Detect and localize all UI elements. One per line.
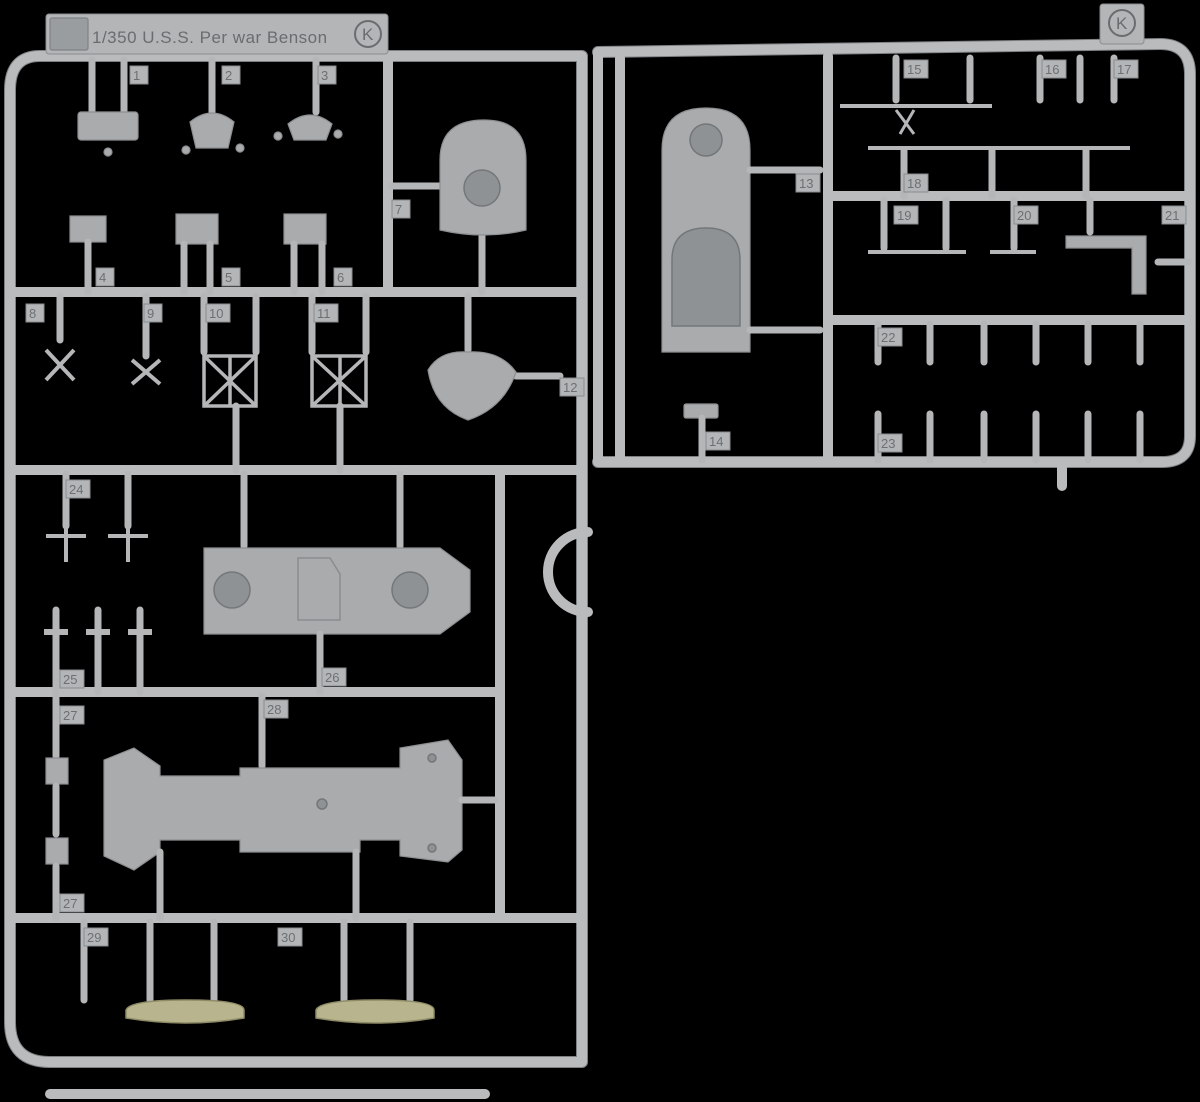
title-tab: 1/350 U.S.S. Per war Benson K (45, 13, 389, 55)
part-number-label: 13 (799, 176, 813, 191)
part-22 (874, 320, 1144, 366)
part-26 (203, 470, 471, 696)
part-24 (46, 470, 148, 562)
part-tag-box (1113, 59, 1139, 79)
part-number-label: 3 (321, 68, 328, 83)
part-tag-box (59, 669, 85, 689)
part-tag-box (65, 479, 91, 499)
part-tag-box (59, 705, 85, 725)
part-number-label: 7 (395, 202, 402, 217)
part-4 (69, 215, 107, 296)
part-tag-box (391, 199, 411, 219)
part-number-label: 23 (881, 436, 895, 451)
part-6 (283, 213, 327, 296)
part-tag-box (1013, 205, 1039, 225)
sprue-letter-tab: K (1099, 3, 1145, 45)
part-number-label: 24 (69, 482, 83, 497)
part-tag-box (559, 377, 585, 397)
part-tag-box (1161, 205, 1187, 225)
part-number-label: 27 (63, 896, 77, 911)
part-number-label: 14 (709, 434, 723, 449)
part-tag-box (877, 433, 903, 453)
part-number-label: 4 (99, 270, 106, 285)
part-number-label: 18 (907, 176, 921, 191)
part-tag-box (205, 303, 231, 323)
part-tag-box (221, 267, 241, 287)
part-13 (661, 107, 824, 353)
part-number-label: 22 (881, 330, 895, 345)
part-number-label: 25 (63, 672, 77, 687)
part-tag-box (903, 59, 929, 79)
sprue-letter: K (362, 25, 374, 44)
part-number-label: 15 (907, 62, 921, 77)
part-tag-box (317, 65, 337, 85)
part-number-label: 9 (147, 306, 154, 321)
part-tag-box (263, 699, 289, 719)
part-8 (44, 292, 76, 382)
part-5 (175, 213, 219, 296)
part-15 (840, 54, 992, 135)
part-tag-box (277, 927, 303, 947)
part-tag-box (221, 65, 241, 85)
part-number-label: 10 (209, 306, 223, 321)
part-2 (181, 56, 245, 155)
part-tag-box (1041, 59, 1067, 79)
part-12 (427, 292, 564, 421)
part-number-label: 17 (1117, 62, 1131, 77)
part-30 (125, 918, 435, 1024)
part-11 (308, 292, 370, 408)
part-number-label: 29 (87, 930, 101, 945)
part-tag-box (893, 205, 919, 225)
part-tag-box (129, 65, 149, 85)
part-10 (200, 292, 260, 408)
part-tag-box (333, 267, 353, 287)
part-number-label: 26 (325, 670, 339, 685)
part-number-label: 27 (63, 708, 77, 723)
part-tag-box (313, 303, 339, 323)
part-3 (273, 56, 343, 141)
part-tag-box (59, 893, 85, 913)
part-tag-box (795, 173, 821, 193)
part-tag-box (705, 431, 731, 451)
part-23 (874, 410, 1144, 464)
part-tag-box (321, 667, 347, 687)
part-21 (1065, 235, 1192, 295)
part-number-label: 6 (337, 270, 344, 285)
part-number-label: 2 (225, 68, 232, 83)
part-number-label: 20 (1017, 208, 1031, 223)
part-number-label: 28 (267, 702, 281, 717)
part-25 (44, 606, 152, 696)
part-number-label: 21 (1165, 208, 1179, 223)
kit-title: 1/350 U.S.S. Per war Benson (92, 28, 328, 47)
sprue-letter-right: K (1116, 14, 1128, 33)
part-28 (103, 692, 500, 922)
part-tag-box (143, 303, 163, 323)
part-number-label: 5 (225, 270, 232, 285)
part-number-label: 19 (897, 208, 911, 223)
sprue-frame (4, 38, 1196, 1099)
part-number-label: 11 (317, 306, 331, 321)
part-tag-box (95, 267, 115, 287)
part-number-label: 12 (563, 380, 577, 395)
part-14 (683, 403, 719, 464)
part-tag-box (25, 303, 45, 323)
part-7 (388, 119, 527, 296)
part-1 (77, 56, 139, 157)
part-tag-box (877, 327, 903, 347)
part-number-label: 8 (29, 306, 36, 321)
part-tag-box (903, 173, 929, 193)
part-number-label: 1 (133, 68, 140, 83)
part-27 (45, 692, 69, 922)
part-number-label: 16 (1045, 62, 1059, 77)
part-19 (868, 196, 966, 254)
part-16 (1036, 54, 1084, 104)
part-tag-box (83, 927, 109, 947)
part-number-label: 30 (281, 930, 295, 945)
